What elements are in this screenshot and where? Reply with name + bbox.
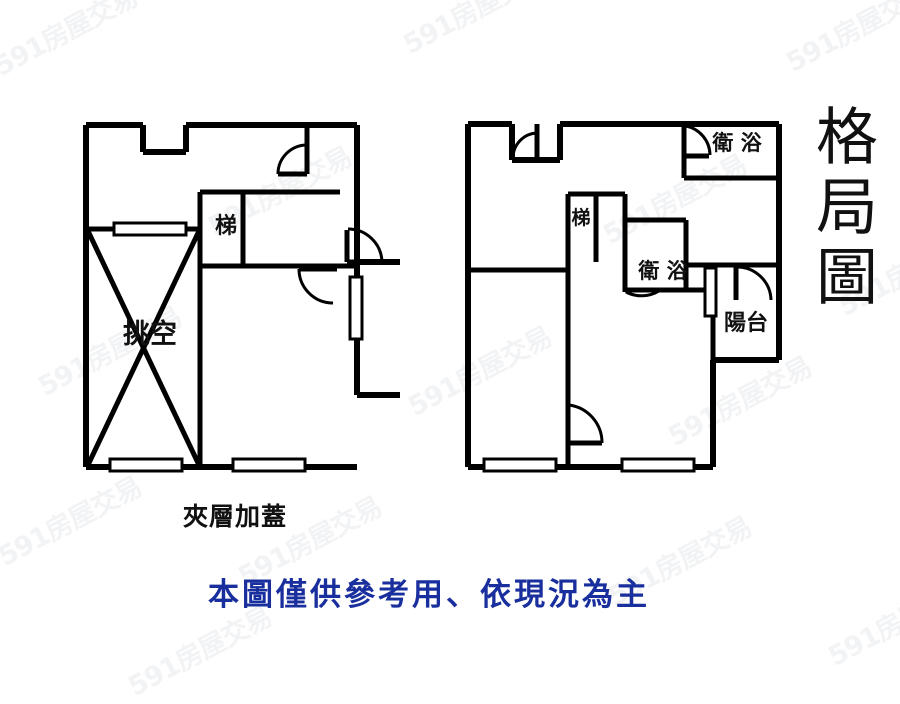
- right-plan-windows: [482, 266, 718, 473]
- window: [620, 457, 696, 473]
- room-label-stair: 梯: [571, 206, 590, 229]
- room-label-void: 挑空: [123, 318, 177, 350]
- disclaimer-text: 本圖僅供參考用、依現況為主: [208, 577, 650, 613]
- floorplan-drawing: 挑空 梯: [83, 121, 782, 473]
- window-vertical: [703, 266, 718, 318]
- window: [231, 457, 307, 473]
- right-plan-doors: [511, 124, 773, 446]
- window-vertical: [348, 275, 364, 341]
- window: [482, 457, 558, 473]
- room-label-stair: 梯: [215, 213, 237, 239]
- right-plan: 衛 浴 梯 衛 浴 陽台: [465, 121, 782, 473]
- left-plan-outer-walls: [83, 122, 360, 470]
- left-plan-doors: [276, 125, 400, 398]
- right-plan-interior-walls: [468, 124, 779, 467]
- room-label-balcony: 陽台: [724, 310, 768, 336]
- window: [112, 221, 188, 237]
- page-title: 格局圖: [805, 104, 878, 314]
- caption-mezzanine: 夾層加蓋: [183, 502, 288, 531]
- void-cross-marker: [85, 229, 202, 467]
- window: [108, 457, 184, 473]
- room-label-bathroom-upper: 衛 浴: [711, 131, 762, 155]
- left-plan-windows: [108, 221, 364, 473]
- left-plan: 挑空 梯: [83, 122, 400, 473]
- right-plan-outer-walls: [465, 121, 782, 470]
- room-label-bathroom-lower: 衛 浴: [637, 259, 688, 283]
